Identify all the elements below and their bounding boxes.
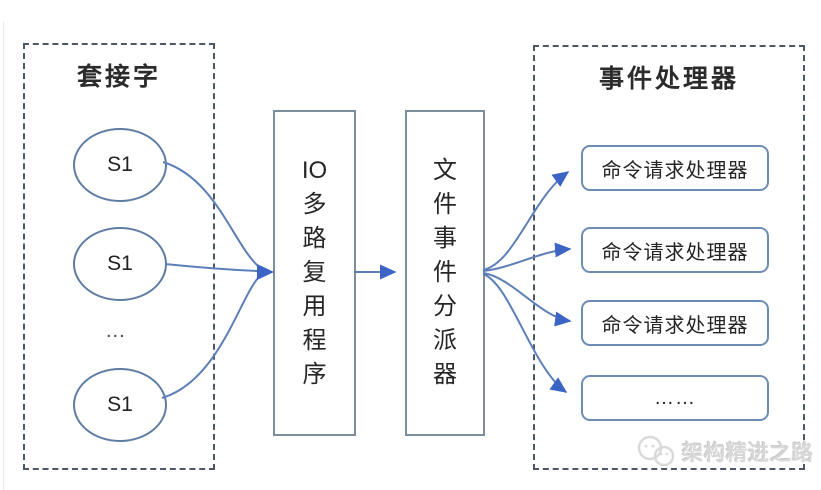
multiplexer-char: 路 [302,225,327,252]
file-event-dispatcher-box: 文 件 事 件 分 派 器 [405,110,485,436]
multiplexer-char: 复 [302,259,327,286]
dispatcher-char: 件 [433,191,457,218]
watermark-logo-icon [637,435,675,467]
multiplexer-char: 序 [302,361,327,388]
handler-node: …… [581,375,769,421]
dispatcher-char: 件 [433,259,457,286]
watermark-text: 架构精进之路 [682,442,814,465]
handler-node: 命令请求处理器 [581,145,769,191]
dispatcher-char: 派 [433,327,457,354]
sockets-ellipsis-text: ... [106,320,126,342]
multiplexer-char: 用 [302,293,327,320]
socket-node: S1 [73,227,167,301]
multiplexer-char: IO [301,157,328,184]
dispatcher-char: 分 [433,293,457,320]
socket-node: S1 [73,368,167,442]
handler-node: 命令请求处理器 [581,227,769,273]
sockets-group-title: 套接字 [76,63,161,91]
io-multiplexer-box: IO 多 路 复 用 程 序 [273,110,356,436]
dispatcher-char: 文 [433,157,457,184]
multiplexer-char: 多 [302,191,327,218]
watermark: 架构精进之路 [634,434,814,470]
socket-node: S1 [73,128,167,202]
handler-node: 命令请求处理器 [581,300,769,346]
image-edge-line [3,22,4,490]
dispatcher-char: 器 [433,361,457,388]
multiplexer-char: 程 [302,327,327,354]
event-handlers-title: 事件处理器 [598,65,739,93]
dispatcher-char: 事 [433,225,457,252]
